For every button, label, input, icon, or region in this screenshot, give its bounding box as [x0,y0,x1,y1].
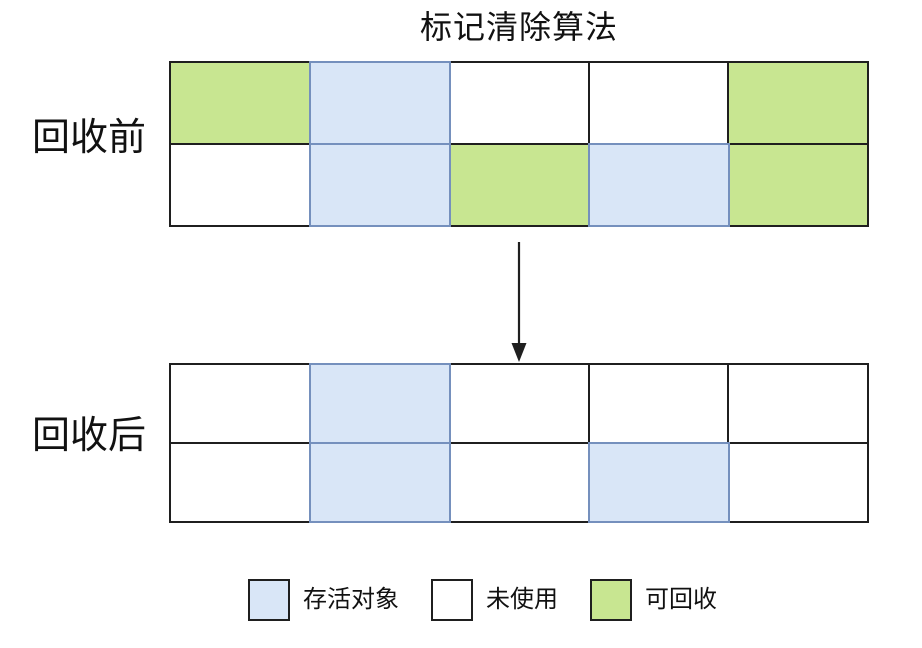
memory-row [169,61,869,145]
memory-cell-free [587,363,730,444]
memory-cell-free [169,441,311,523]
memory-cell-free [448,61,590,145]
legend-item-collectible: 可回收 [590,579,717,621]
legend-label-collectible: 可回收 [645,586,717,613]
legend-item-free: 未使用 [431,579,558,621]
down-arrow-icon [511,242,527,362]
memory-row [169,363,869,444]
memory-cell-free [448,441,590,523]
legend-swatch-collectible [590,579,632,621]
memory-cell-live [308,61,451,145]
legend-label-live: 存活对象 [303,586,399,613]
section-label-before: 回收前 [31,117,146,159]
memory-cell-collectible [727,61,869,145]
memory-cell-free [448,363,590,444]
memory-cell-live [308,142,451,227]
diagram-title: 标记清除算法 [419,9,618,45]
memory-cell-live [308,363,451,444]
section-label-after: 回收后 [31,415,146,457]
legend-item-live: 存活对象 [248,579,399,621]
legend-swatch-live [248,579,290,621]
memory-cell-free [727,363,869,444]
memory-cell-live [587,441,730,523]
memory-row [169,441,869,523]
memory-cell-collectible [448,142,590,227]
memory-cell-live [587,142,730,227]
memory-cell-free [587,61,730,145]
legend-swatch-free [431,579,473,621]
legend: 存活对象 未使用 可回收 [248,579,717,621]
memory-grid-before [169,61,869,227]
memory-cell-live [308,441,451,523]
memory-cell-collectible [169,61,311,145]
memory-cell-collectible [727,142,869,227]
memory-grid-after [169,363,869,523]
memory-cell-free [727,441,869,523]
legend-label-free: 未使用 [486,586,558,613]
memory-row [169,142,869,227]
memory-cell-free [169,363,311,444]
memory-cell-free [169,142,311,227]
